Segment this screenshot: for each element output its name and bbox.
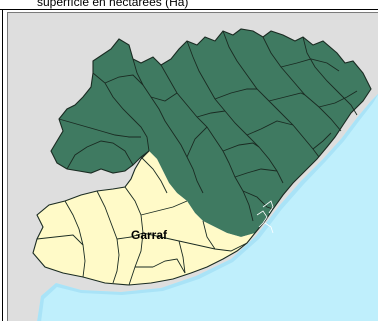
province-outline xyxy=(32,28,372,286)
caption-header: superfície en hectàrees (Ha) xyxy=(0,0,378,10)
port-detail xyxy=(256,200,274,234)
caption-divider xyxy=(0,9,378,10)
sea-area xyxy=(37,94,378,321)
province-map: Garraf xyxy=(8,13,378,321)
municipal-borders-green xyxy=(58,30,358,222)
region-garraf xyxy=(33,151,255,285)
region-label-garraf: Garraf xyxy=(131,228,168,242)
map-frame: Garraf xyxy=(7,12,378,321)
caption-text: superfície en hectàrees (Ha) xyxy=(37,0,189,9)
left-divider xyxy=(2,9,3,321)
municipal-borders-garraf xyxy=(36,186,248,286)
